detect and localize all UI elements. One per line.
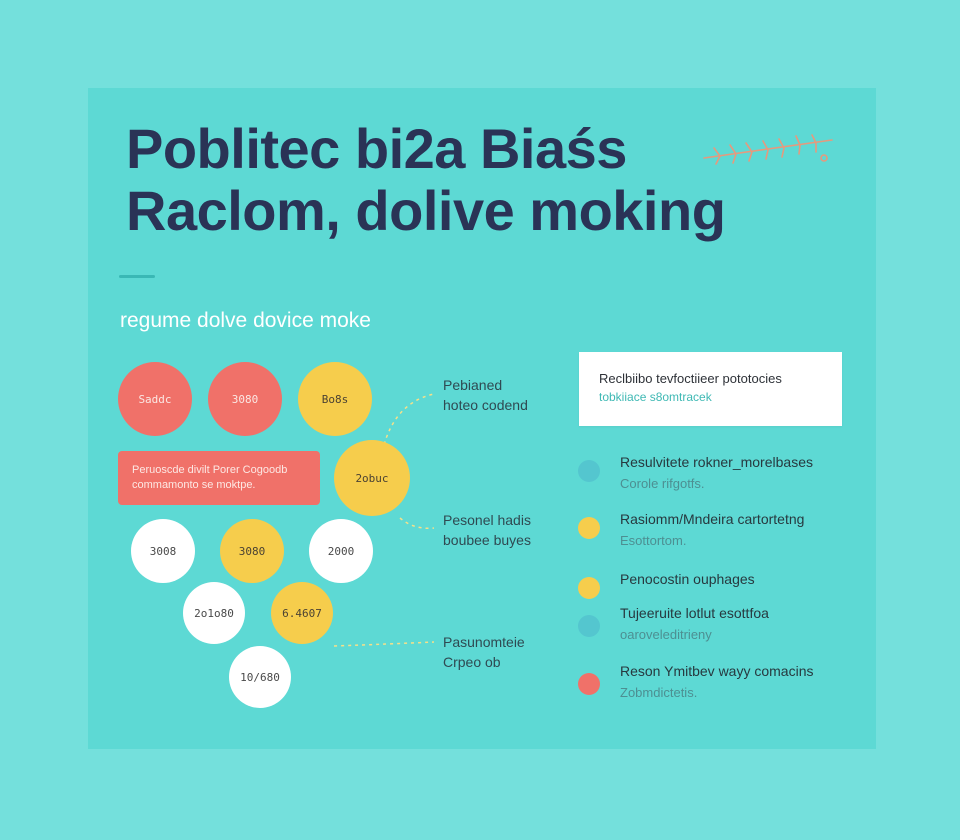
legend-dot-icon [578,615,600,637]
callout-3: Pasunomteie Crpeo ob [443,632,525,672]
callout-2-line-2: boubee buyes [443,532,531,548]
node-yellow-3: 3080 [220,519,284,583]
callout-3-line-2: Crpeo ob [443,654,501,670]
divider [119,275,155,278]
callout-1-line-2: hoteo codend [443,397,528,413]
info-card-title: Reclbiibo tevfoctiieer pototocies [599,371,782,386]
info-card: Reclbiibo tevfoctiieer pototocies tobkii… [579,352,842,426]
legend-label: Rasiomm/Mndeira cartortetng [620,511,805,527]
legend-description: Esottortom. [620,533,687,548]
callout-1-line-1: Pebianed [443,377,503,393]
legend-label: Resulvitete rokner_morelbases [620,454,813,470]
node-white-2: 2000 [309,519,373,583]
node-white-4: 10/680 [229,646,291,708]
legend-dot-icon [578,460,600,482]
node-yellow-1: Bo8s [298,362,372,436]
legend-description: oaroveleditrieny [620,627,712,642]
highlight-bar-line-1: Peruoscde divilt Porer Cogoodb [132,464,288,476]
callout-2-line-1: Pesonel hadis [443,512,531,528]
node-coral-2: 3080 [208,362,282,436]
highlight-bar-line-2: commamonto se moktpe. [132,479,256,491]
title-line-1: Poblitec bi2a Biaśs [126,117,627,180]
connector-lines [333,393,435,647]
section-subtitle: regume dolve dovice moke [120,309,371,332]
title-line-2: Raclom, dolive moking [126,179,726,242]
callout-2: Pesonel hadis boubee buyes [443,510,531,550]
node-white-3: 2o1o80 [183,582,245,644]
legend-label: Tujeeruite lotlut esottfoa [620,605,769,621]
legend-dot-icon [578,577,600,599]
sprig-decoration-icon [703,134,833,165]
callout-1: Pebianed hoteo codend [443,375,528,415]
legend-label: Penocostin ouphages [620,571,755,587]
node-yellow-2: 2obuc [334,440,410,516]
legend-dot-icon [578,673,600,695]
legend-label: Reson Ymitbev wayy comacins [620,663,814,679]
legend-dot-icon [578,517,600,539]
info-card-subtitle: tobkiiace s8omtracek [599,390,712,404]
node-yellow-4: 6.4607 [271,582,333,644]
callout-3-line-1: Pasunomteie [443,634,525,650]
node-coral-1: Saddc [118,362,192,436]
page-title: Poblitec bi2a Biaśs Raclom, dolive mokin… [126,118,846,242]
highlight-bar: Peruoscde divilt Porer Cogoodb commamont… [118,451,320,505]
legend-description: Zobmdictetis. [620,685,698,700]
node-white-1: 3008 [131,519,195,583]
legend-description: Corole rifgotfs. [620,476,705,491]
